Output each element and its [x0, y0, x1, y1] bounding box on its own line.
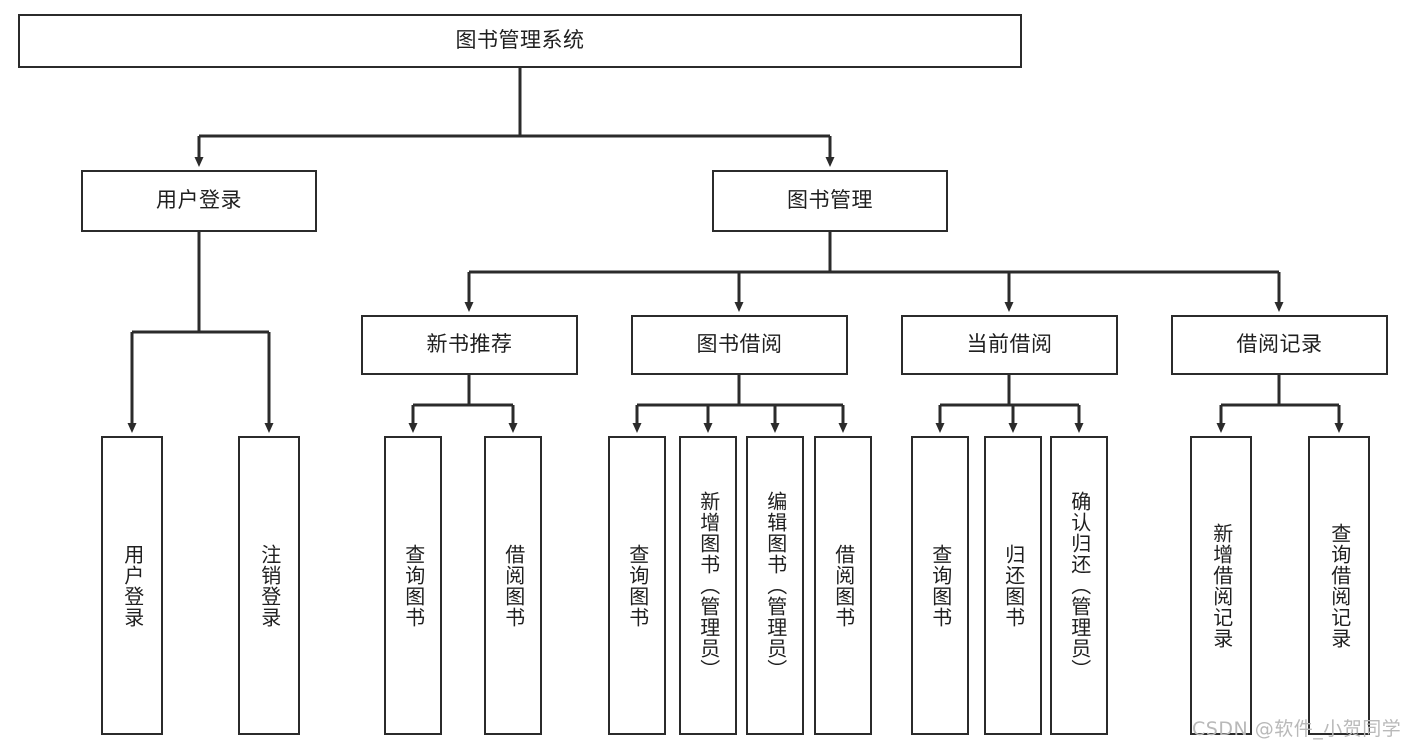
- leaf-add-borrow-record-label: 新增借阅记录: [1209, 522, 1234, 649]
- leaf-query-books-borrow-label: 查询图书: [625, 543, 650, 628]
- leaf-add-book-admin[interactable]: 新增图书（管理员）: [679, 436, 737, 735]
- node-book-management-label: 图书管理: [787, 188, 873, 213]
- leaf-query-books-current[interactable]: 查询图书: [911, 436, 969, 735]
- leaf-edit-book-admin[interactable]: 编辑图书（管理员）: [746, 436, 804, 735]
- leaf-logout-label: 注销登录: [257, 543, 282, 628]
- edges-newbooks-to-leaves: [408, 375, 518, 433]
- node-new-book-recommend-label: 新书推荐: [426, 332, 513, 357]
- leaf-logout[interactable]: 注销登录: [238, 436, 300, 735]
- node-user-login[interactable]: 用户登录: [81, 170, 317, 232]
- leaf-query-books-borrow[interactable]: 查询图书: [608, 436, 666, 735]
- edges-root-to-level2: [194, 68, 835, 167]
- leaf-borrow-books-newbook[interactable]: 借阅图书: [484, 436, 542, 735]
- leaf-query-books-newbook-label: 查询图书: [401, 543, 426, 628]
- node-root[interactable]: 图书管理系统: [18, 14, 1022, 68]
- leaf-user-login[interactable]: 用户登录: [101, 436, 163, 735]
- leaf-borrow-books-newbook-label: 借阅图书: [501, 543, 526, 628]
- node-borrow-record[interactable]: 借阅记录: [1171, 315, 1388, 375]
- edges-currentborrow-to-leaves: [935, 375, 1084, 433]
- leaf-confirm-return-admin[interactable]: 确认归还（管理员）: [1050, 436, 1108, 735]
- leaf-query-books-current-label: 查询图书: [928, 543, 953, 628]
- edges-borrowrecord-to-leaves: [1216, 375, 1344, 433]
- node-current-borrow[interactable]: 当前借阅: [901, 315, 1118, 375]
- node-book-borrow[interactable]: 图书借阅: [631, 315, 848, 375]
- leaf-return-books-label: 归还图书: [1001, 543, 1026, 628]
- node-current-borrow-label: 当前借阅: [966, 332, 1053, 357]
- leaf-user-login-label: 用户登录: [120, 543, 145, 628]
- node-book-management[interactable]: 图书管理: [712, 170, 948, 232]
- node-borrow-record-label: 借阅记录: [1236, 332, 1323, 357]
- leaf-query-books-newbook[interactable]: 查询图书: [384, 436, 442, 735]
- node-new-book-recommend[interactable]: 新书推荐: [361, 315, 578, 375]
- leaf-borrow-books-borrow[interactable]: 借阅图书: [814, 436, 872, 735]
- leaf-query-borrow-record-label: 查询借阅记录: [1327, 522, 1352, 649]
- leaf-add-borrow-record[interactable]: 新增借阅记录: [1190, 436, 1252, 735]
- leaf-return-books[interactable]: 归还图书: [984, 436, 1042, 735]
- leaf-borrow-books-borrow-label: 借阅图书: [831, 543, 856, 628]
- edges-books-to-level3: [464, 232, 1284, 312]
- edges-borrowbooks-to-leaves: [632, 375, 848, 433]
- leaf-query-borrow-record[interactable]: 查询借阅记录: [1308, 436, 1370, 735]
- edges-userlogin-to-leaves: [127, 232, 274, 433]
- leaf-edit-book-admin-label: 编辑图书（管理员）: [763, 491, 788, 680]
- leaf-confirm-return-admin-label: 确认归还（管理员）: [1067, 491, 1092, 680]
- node-root-label: 图书管理系统: [455, 28, 585, 53]
- node-book-borrow-label: 图书借阅: [696, 332, 783, 357]
- leaf-add-book-admin-label: 新增图书（管理员）: [696, 491, 721, 680]
- node-user-login-label: 用户登录: [156, 188, 242, 213]
